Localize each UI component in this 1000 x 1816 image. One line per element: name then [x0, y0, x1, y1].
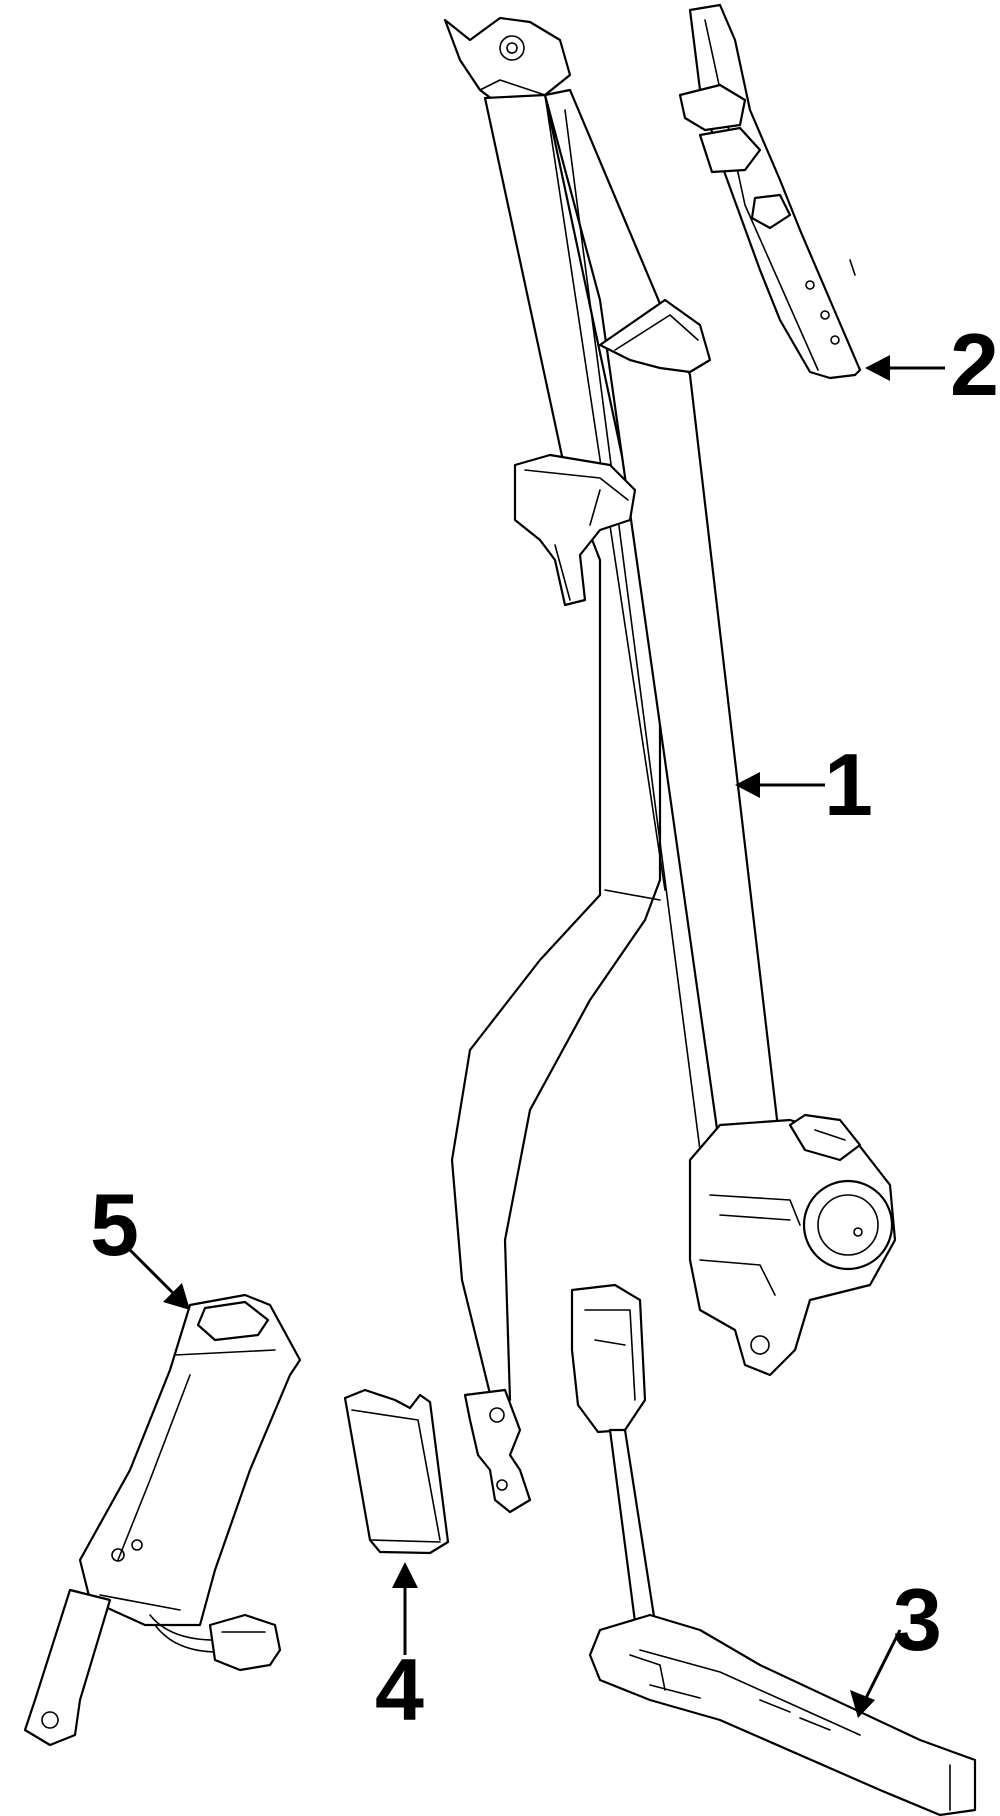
callout-1: 1	[824, 735, 873, 834]
belt-assembly-part-1[interactable]	[443, 16, 897, 1514]
height-adjuster-part-2[interactable]	[678, 3, 862, 380]
buckle-stalk-part-3[interactable]	[570, 1283, 977, 1816]
callout-2: 2	[950, 315, 999, 414]
cover-part-4[interactable]	[343, 1388, 450, 1555]
leader-lines	[128, 355, 945, 1718]
buckle-assembly-part-5[interactable]	[23, 1293, 302, 1747]
callout-3: 3	[893, 1570, 942, 1669]
callout-5: 5	[90, 1175, 139, 1274]
callout-4: 4	[375, 1640, 424, 1739]
